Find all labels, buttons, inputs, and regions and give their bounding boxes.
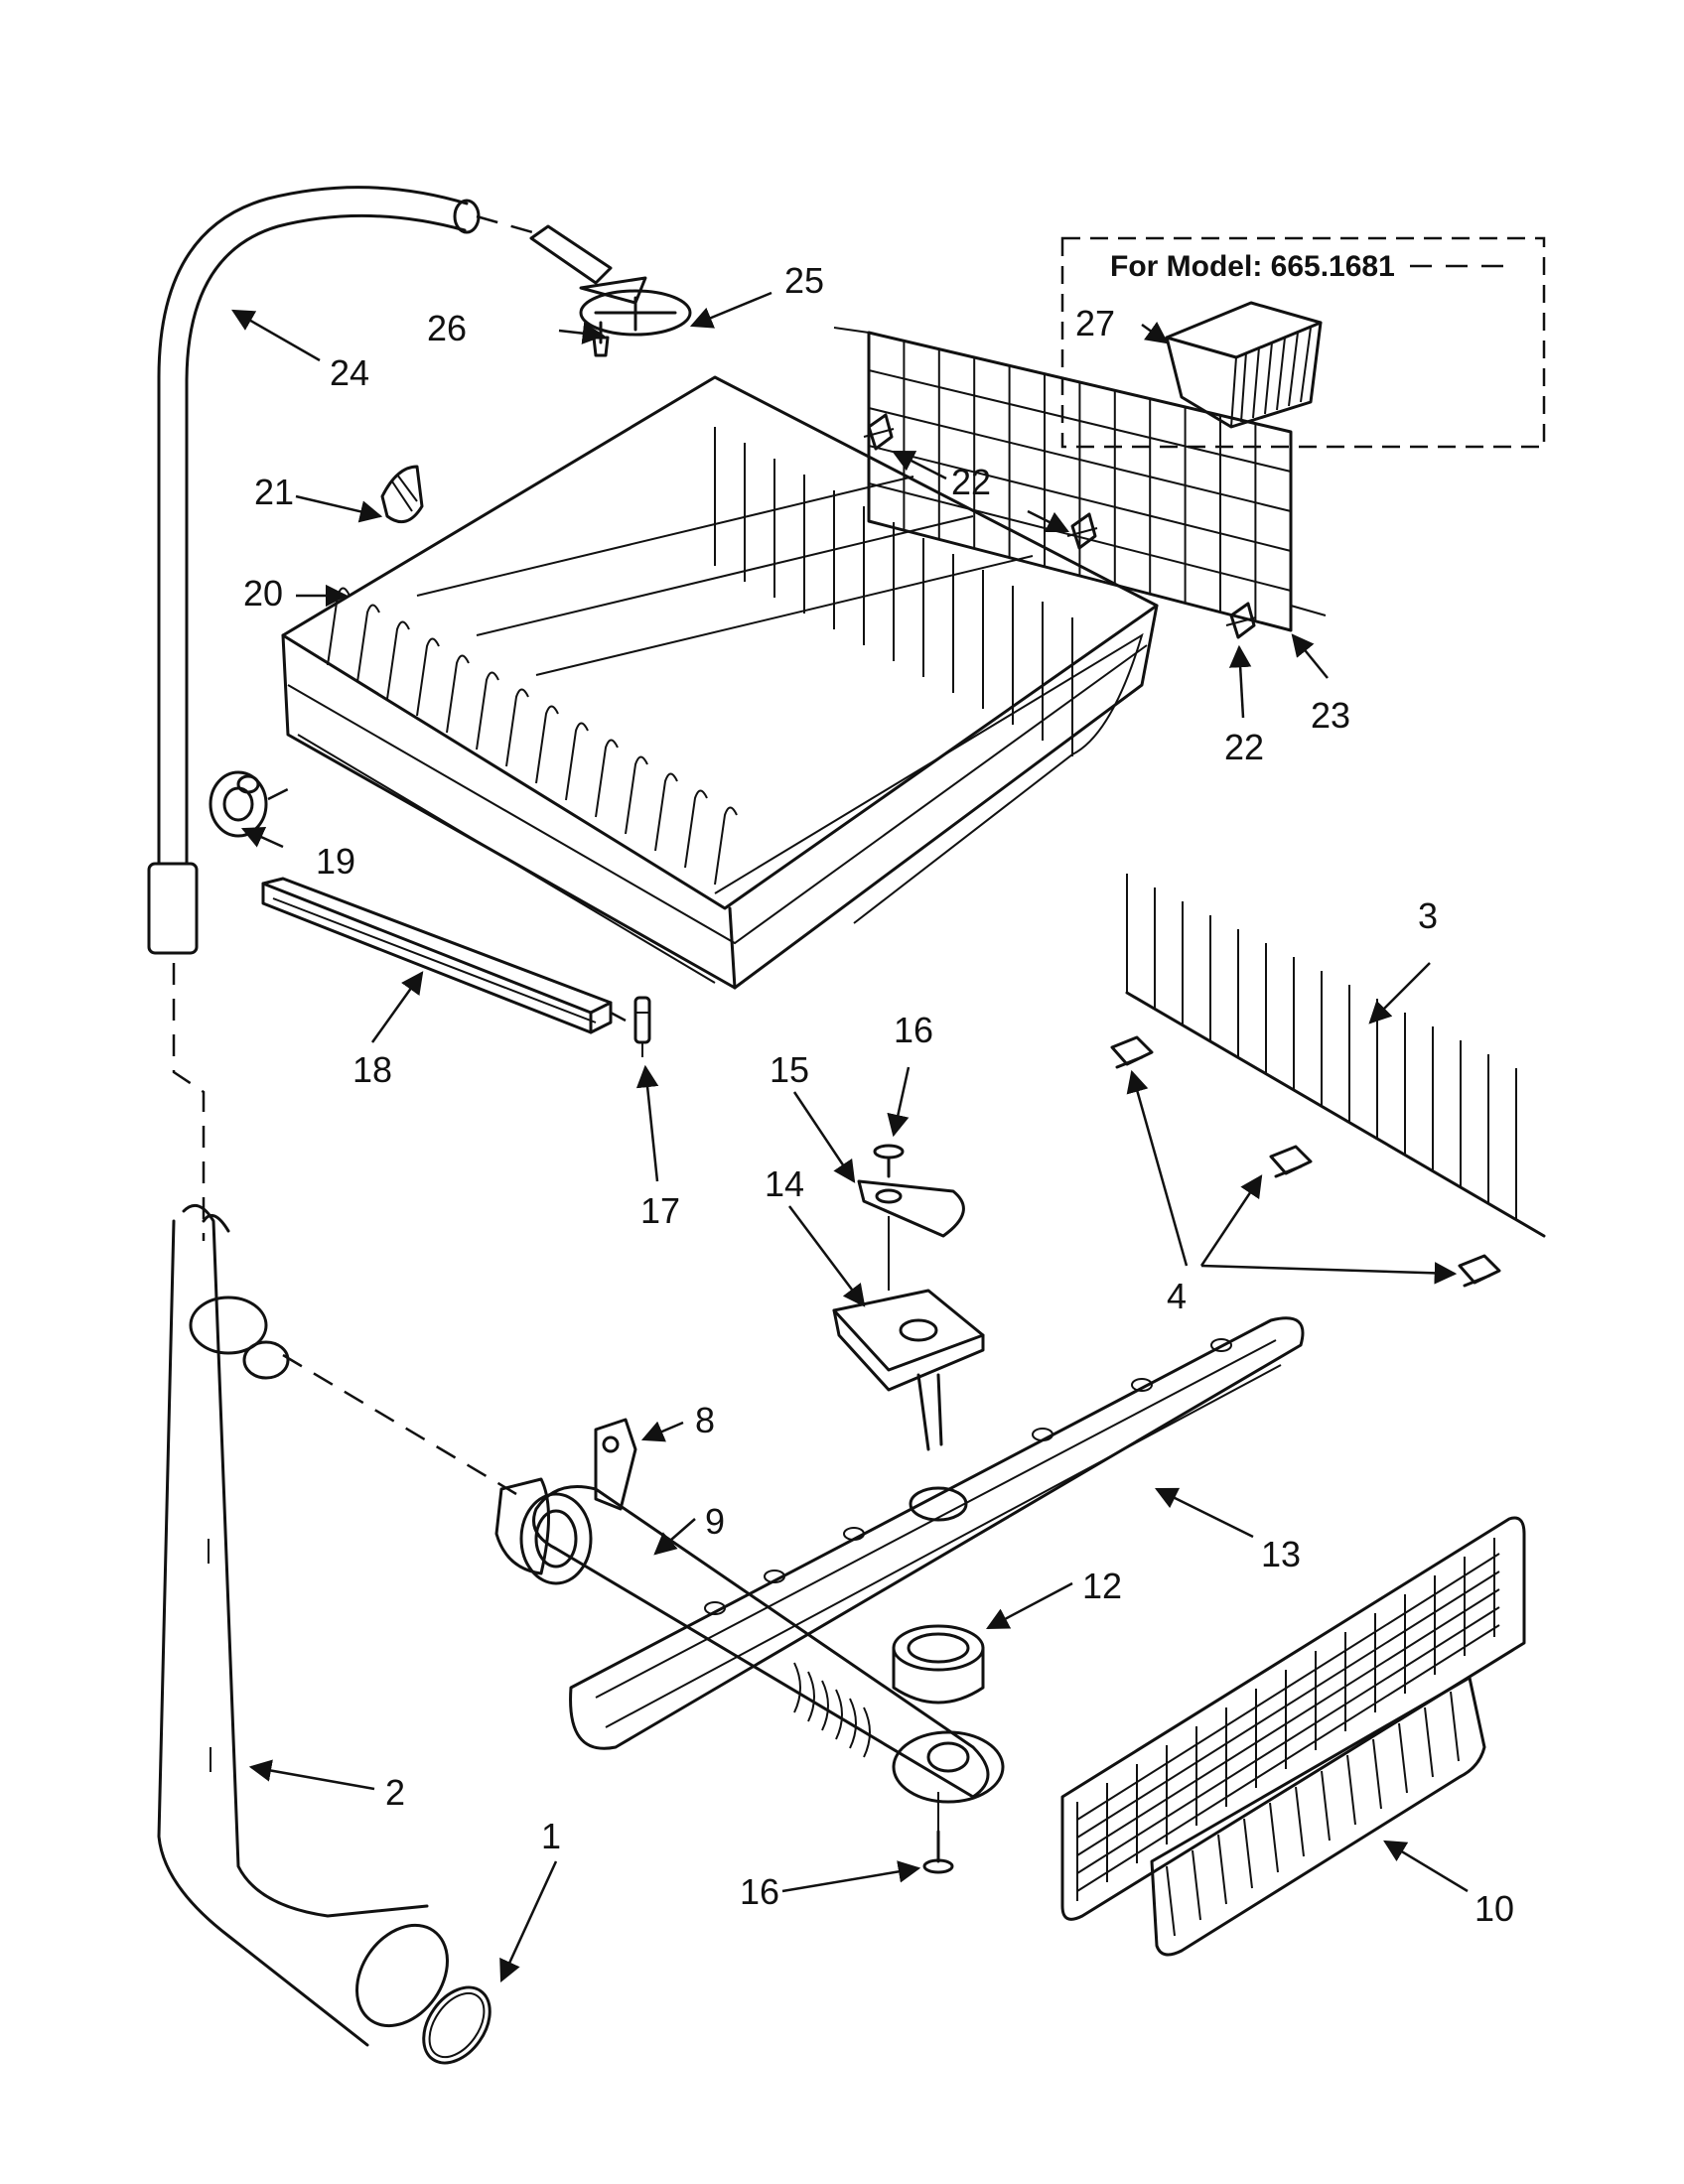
callout-2: 2	[385, 1772, 405, 1813]
leader-lines	[231, 291, 1469, 1983]
nozzle-25	[476, 214, 692, 337]
callout-14: 14	[765, 1163, 804, 1204]
callout-27: 27	[1075, 303, 1115, 343]
manifold-14	[832, 1289, 985, 1451]
o-ring-1	[422, 1985, 491, 2065]
callout-23: 23	[1311, 695, 1350, 736]
callout-22b: 22	[1224, 727, 1264, 767]
manifold-tube-9	[519, 1485, 1005, 1837]
screw-16-bottom	[922, 1830, 954, 1874]
callout-8: 8	[695, 1400, 715, 1440]
callout-22a: 22	[951, 462, 991, 502]
callout-18: 18	[352, 1049, 392, 1090]
callout-19: 19	[316, 841, 355, 882]
clip-22b	[1066, 512, 1098, 550]
callout-20: 20	[243, 573, 283, 614]
callout-25: 25	[784, 260, 824, 301]
model-note-box: For Model: 665.1681	[1060, 236, 1546, 449]
callout-17: 17	[640, 1190, 680, 1231]
rail-stop-17	[633, 996, 651, 1057]
bearing-15	[857, 1179, 965, 1291]
model-note-text: For Model: 665.1681	[1110, 250, 1395, 283]
tine-row-3	[1125, 874, 1546, 1238]
callout-12: 12	[1082, 1566, 1122, 1606]
callout-13: 13	[1261, 1534, 1301, 1574]
spray-arm-13	[569, 1316, 1305, 1750]
cutlery-basket-27	[1165, 301, 1323, 429]
callout-labels: 24 25 26 21 20 22 22 23 27 19 18 17 16 1…	[243, 260, 1514, 1929]
lower-tube-2	[157, 1203, 517, 2047]
screw-16-top	[873, 1144, 905, 1178]
upper-rack-20	[281, 375, 1159, 990]
bearing-ring-12	[892, 1624, 985, 1705]
roller-19	[209, 770, 299, 838]
callout-24: 24	[330, 352, 369, 393]
bracket-8	[594, 1418, 637, 1511]
callout-4: 4	[1167, 1276, 1187, 1316]
clip-21	[380, 465, 424, 524]
grid-insert-23	[833, 327, 1327, 632]
callout-15: 15	[770, 1049, 809, 1090]
callout-16-bottom: 16	[740, 1871, 779, 1912]
callout-21: 21	[254, 472, 294, 512]
callout-9: 9	[705, 1501, 725, 1542]
rail-18	[261, 877, 627, 1034]
callout-10: 10	[1474, 1888, 1514, 1929]
supply-tube-24	[147, 186, 481, 1241]
callout-3: 3	[1418, 895, 1438, 936]
callout-16-top: 16	[894, 1010, 933, 1050]
mount-9-plate	[494, 1477, 550, 1575]
tine-clips-4	[1110, 1035, 1501, 1288]
callout-1: 1	[541, 1816, 561, 1856]
silverware-basket-10	[1060, 1516, 1526, 1957]
callout-26: 26	[427, 308, 467, 348]
